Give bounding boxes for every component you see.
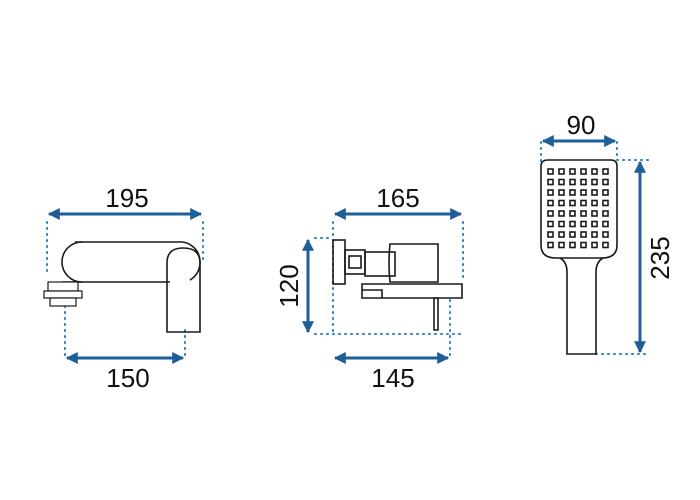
mixer-body-icon: [62, 241, 178, 283]
left-rosette-icon: [61, 241, 83, 283]
nozzle-icon: [569, 178, 576, 186]
wall-plate-icon: [332, 239, 346, 285]
spout-outlet-icon: [47, 281, 79, 292]
nozzle-icon: [547, 220, 554, 228]
nozzle-icon: [547, 168, 554, 175]
nozzle-icon: [602, 189, 609, 196]
nozzle-icon: [591, 241, 598, 249]
nozzle-icon: [602, 168, 609, 175]
nozzle-grid: [547, 168, 609, 249]
nozzle-icon: [558, 178, 565, 186]
nozzle-icon: [580, 220, 587, 228]
side-body-icon: [364, 251, 396, 277]
nozzle-icon: [602, 199, 609, 207]
nozzle-icon: [558, 189, 565, 196]
nozzle-icon: [591, 178, 598, 186]
nozzle-icon: [547, 231, 554, 238]
nozzle-icon: [602, 220, 609, 228]
lever-handle-icon: [166, 247, 201, 333]
nozzle-icon: [547, 241, 554, 249]
nozzle-icon: [569, 199, 576, 207]
dimension-label-145: 145: [371, 363, 414, 393]
nozzle-icon: [591, 168, 598, 175]
dimension-label-150: 150: [106, 363, 149, 393]
nozzle-icon: [547, 189, 554, 196]
nozzle-icon: [602, 231, 609, 238]
nozzle-icon: [569, 241, 576, 249]
nozzle-icon: [558, 199, 565, 207]
shower-head-view: 90 235: [540, 110, 675, 355]
nozzle-icon: [591, 189, 598, 196]
nozzle-icon: [602, 178, 609, 186]
aerator-tip-icon: [49, 297, 77, 307]
dimension-label-165: 165: [376, 183, 419, 213]
nozzle-icon: [580, 231, 587, 238]
faucet-front-view: 195 150: [43, 183, 204, 393]
dimension-label-120: 120: [274, 264, 304, 307]
nozzle-icon: [569, 168, 576, 175]
nozzle-icon: [580, 241, 587, 249]
nozzle-icon: [591, 210, 598, 217]
side-lever-stem-icon: [433, 297, 439, 331]
nozzle-icon: [591, 220, 598, 228]
nozzle-icon: [580, 189, 587, 196]
dimension-label-90: 90: [567, 110, 596, 140]
nozzle-icon: [558, 210, 565, 217]
nozzle-icon: [591, 231, 598, 238]
nozzle-icon: [580, 178, 587, 186]
nozzle-icon: [558, 168, 565, 175]
nozzle-icon: [602, 210, 609, 217]
side-spout-join-icon: [362, 289, 383, 298]
side-lever-icon: [388, 243, 439, 283]
nozzle-icon: [547, 199, 554, 207]
nozzle-icon: [547, 210, 554, 217]
connector-nut-icon: [348, 255, 362, 269]
dimension-label-195: 195: [105, 183, 148, 213]
aerator-icon: [43, 290, 83, 299]
nozzle-icon: [591, 199, 598, 207]
side-spout-icon: [361, 283, 463, 299]
nozzle-icon: [558, 220, 565, 228]
nozzle-icon: [602, 241, 609, 249]
nozzle-icon: [547, 178, 554, 186]
nozzle-icon: [558, 231, 565, 238]
shower-handle-icon: [559, 257, 604, 355]
nozzle-icon: [558, 241, 565, 249]
dimension-label-235: 235: [645, 236, 675, 279]
nozzle-icon: [580, 210, 587, 217]
nozzle-icon: [569, 231, 576, 238]
nozzle-icon: [569, 210, 576, 217]
faucet-side-view: 165 120 145: [274, 183, 464, 393]
nozzle-icon: [569, 220, 576, 228]
connector-block-icon: [344, 249, 366, 275]
nozzle-icon: [580, 199, 587, 207]
nozzle-icon: [580, 168, 587, 175]
nozzle-icon: [569, 189, 576, 196]
